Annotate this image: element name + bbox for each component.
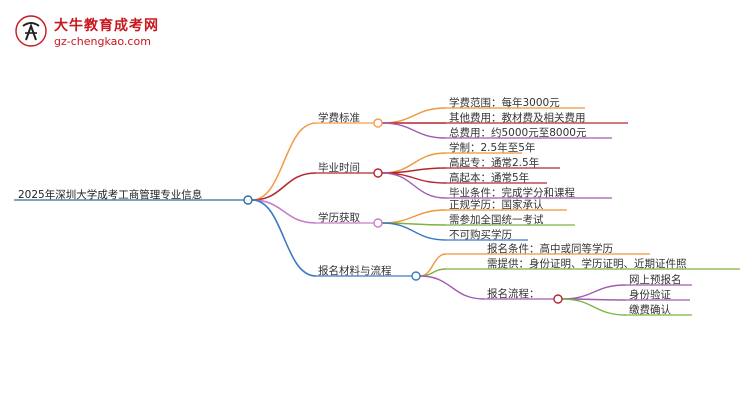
leaf-tuition-range: 学费范围：每年3000元 bbox=[449, 97, 560, 109]
branch-connector bbox=[251, 199, 317, 277]
leaf-identity-verification: 身份验证 bbox=[629, 289, 671, 301]
branch-knot bbox=[373, 218, 383, 228]
branch-connector bbox=[251, 199, 317, 224]
leaf-high-to-bachelor: 高起本：通常5年 bbox=[449, 172, 530, 184]
leaf-connector bbox=[381, 172, 447, 199]
branch-knot bbox=[373, 118, 383, 128]
leaf-required-documents: 需提供：身份证明、学历证明、近期证件照 bbox=[487, 258, 687, 270]
branch-knot bbox=[373, 168, 383, 178]
leaf-official-degree: 正规学历：国家承认 bbox=[449, 199, 544, 211]
branch-tuition: 学费标准 bbox=[318, 112, 360, 124]
leaf-connector bbox=[381, 167, 447, 174]
logo-icon bbox=[15, 15, 47, 47]
branch-application: 报名材料与流程 bbox=[318, 265, 392, 277]
branch-knot bbox=[411, 271, 421, 281]
sub-branch-application-process: 报名流程： bbox=[487, 288, 540, 300]
leaf-connector bbox=[561, 298, 627, 316]
leaf-online-preregistration: 网上预报名 bbox=[629, 274, 682, 286]
leaf-total-fees: 总费用：约5000元至8000元 bbox=[449, 127, 587, 139]
branch-degree-acquisition: 学历获取 bbox=[318, 212, 360, 224]
leaf-connector bbox=[381, 122, 447, 139]
leaf-connector bbox=[381, 107, 447, 124]
branch-graduation-time: 毕业时间 bbox=[318, 162, 360, 174]
leaf-connector bbox=[419, 275, 485, 300]
root-topic: 2025年深圳大学成考工商管理专业信息 bbox=[18, 189, 203, 201]
sub-branch-knot bbox=[553, 294, 563, 304]
leaf-other-fees: 其他费用：教材费及相关费用 bbox=[449, 112, 586, 124]
branch-connector bbox=[251, 172, 317, 201]
leaf-high-to-junior: 高起专：通常2.5年 bbox=[449, 157, 540, 169]
branch-connector bbox=[251, 122, 317, 201]
leaf-national-exam: 需参加全国统一考试 bbox=[449, 214, 544, 226]
leaf-connector bbox=[381, 222, 447, 241]
leaf-study-length: 学制：2.5年至5年 bbox=[449, 142, 536, 154]
logo-url: gz-chengkao.com bbox=[54, 35, 151, 48]
leaf-graduation-conditions: 毕业条件：完成学分和课程 bbox=[449, 187, 575, 199]
logo-title: 大牛教育成考网 bbox=[54, 18, 159, 34]
leaf-no-purchase: 不可购买学历 bbox=[449, 229, 512, 241]
leaf-connector bbox=[561, 284, 627, 300]
leaf-connector bbox=[381, 209, 447, 224]
root-knot bbox=[243, 195, 253, 205]
leaf-application-conditions: 报名条件：高中或同等学历 bbox=[487, 243, 613, 255]
leaf-payment-confirmation: 缴费确认 bbox=[629, 304, 671, 316]
